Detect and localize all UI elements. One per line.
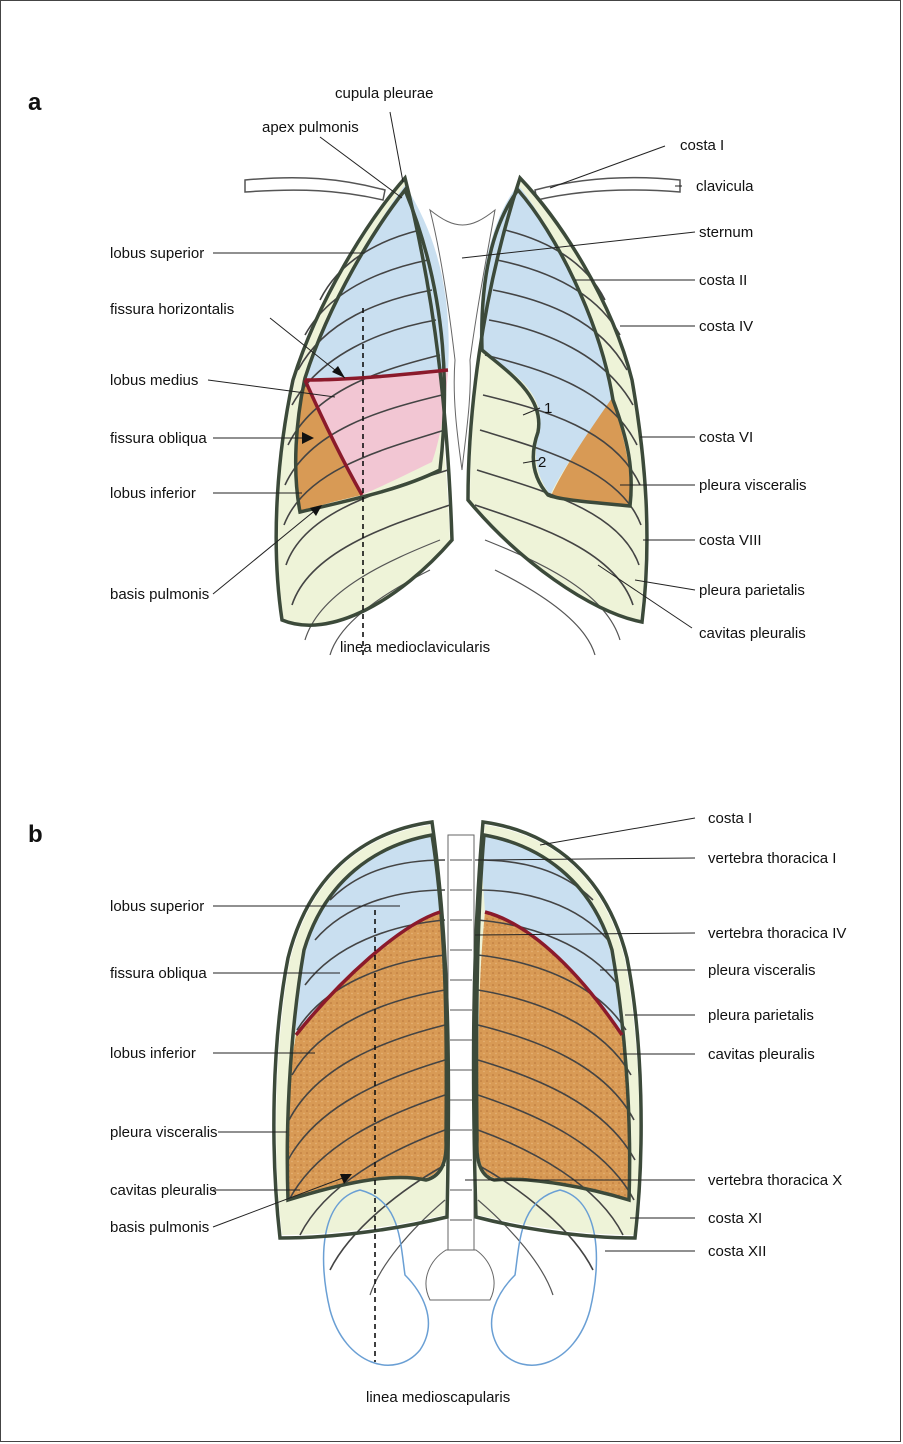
label-pleura-parietalis-b: pleura parietalis [708,1007,814,1024]
label-apex-pulmonis: apex pulmonis [262,119,359,136]
label-cavitas-pleuralis-b-left: cavitas pleuralis [110,1182,217,1199]
label-fissura-horizontalis: fissura horizontalis [110,301,234,318]
label-vertebra-thoracica-IV: vertebra thoracica IV [708,925,846,942]
label-fissura-obliqua-b: fissura obliqua [110,965,207,982]
label-lobus-medius: lobus medius [110,372,198,389]
panel-a-illustration [245,178,680,655]
label-costa-IV: costa IV [699,318,753,335]
label-cupula-pleurae: cupula pleurae [335,85,433,102]
clavicula-right [535,178,680,200]
label-costa-VI: costa VI [699,429,753,446]
panel-b-illustration [274,822,641,1365]
panel-b-letter: b [28,821,43,848]
label-costa-I-a: costa I [680,137,724,154]
label-clavicula: clavicula [696,178,754,195]
label-pleura-visceralis-b-left: pleura visceralis [110,1124,218,1141]
clavicula-left [245,178,385,200]
label-lobus-inferior-b: lobus inferior [110,1045,196,1062]
label-sternum: sternum [699,224,753,241]
label-costa-XI: costa XI [708,1210,762,1227]
label-costa-I-b: costa I [708,810,752,827]
label-costa-II: costa II [699,272,747,289]
label-pleura-visceralis-b-right: pleura visceralis [708,962,816,979]
label-lobus-inferior-a: lobus inferior [110,485,196,502]
label-cavitas-pleuralis-a: cavitas pleuralis [699,625,806,642]
label-linea-medioclavicularis: linea medioclavicularis [340,639,490,656]
label-vertebra-thoracica-I: vertebra thoracica I [708,850,836,867]
label-lobus-superior-b: lobus superior [110,898,204,915]
panel-a-letter: a [28,89,42,116]
label-pleura-visceralis-a: pleura visceralis [699,477,807,494]
label-lobus-superior-a: lobus superior [110,245,204,262]
label-vertebra-thoracica-X: vertebra thoracica X [708,1172,842,1189]
label-costa-XII: costa XII [708,1243,766,1260]
label-pleura-parietalis-a: pleura parietalis [699,582,805,599]
label-basis-pulmonis-a: basis pulmonis [110,586,209,603]
label-fissura-obliqua-a: fissura obliqua [110,430,207,447]
label-cavitas-pleuralis-b-right: cavitas pleuralis [708,1046,815,1063]
label-linea-medioscapularis: linea medioscapularis [366,1389,510,1406]
label-costa-VIII: costa VIII [699,532,762,549]
marker-2: 2 [538,454,546,471]
marker-1: 1 [544,400,552,417]
label-basis-pulmonis-b: basis pulmonis [110,1219,209,1236]
